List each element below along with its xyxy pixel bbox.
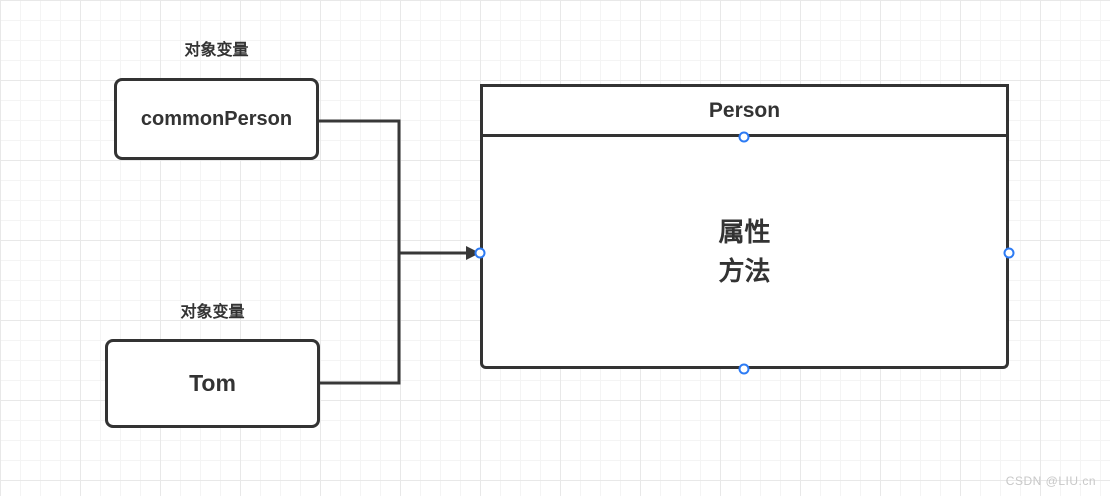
class-title: Person — [708, 98, 781, 122]
class-box-body[interactable]: 属性 方法 — [480, 137, 1009, 369]
variable-box-tom[interactable]: Tom — [105, 339, 320, 428]
watermark: CSDN @LIU.cn — [1005, 474, 1096, 488]
variable-name-tom: Tom — [189, 370, 236, 396]
object-variable-label-1: 对象变量 — [184, 42, 249, 59]
connection-point-left[interactable] — [474, 247, 486, 259]
arrowhead-icon — [466, 246, 480, 260]
variable-box-commonperson[interactable]: commonPerson — [114, 78, 319, 160]
variable-name-commonperson: commonPerson — [140, 107, 293, 130]
connection-point-bottom[interactable] — [738, 363, 750, 375]
connection-point-top[interactable] — [738, 131, 750, 143]
class-body-line-attributes: 属性 — [718, 216, 771, 247]
class-box-header[interactable]: Person — [480, 84, 1009, 137]
class-body-line-methods: 方法 — [718, 255, 771, 286]
object-variable-label-2: 对象变量 — [180, 304, 245, 321]
connection-point-right[interactable] — [1003, 247, 1015, 259]
connector-path[interactable] — [319, 119, 401, 385]
